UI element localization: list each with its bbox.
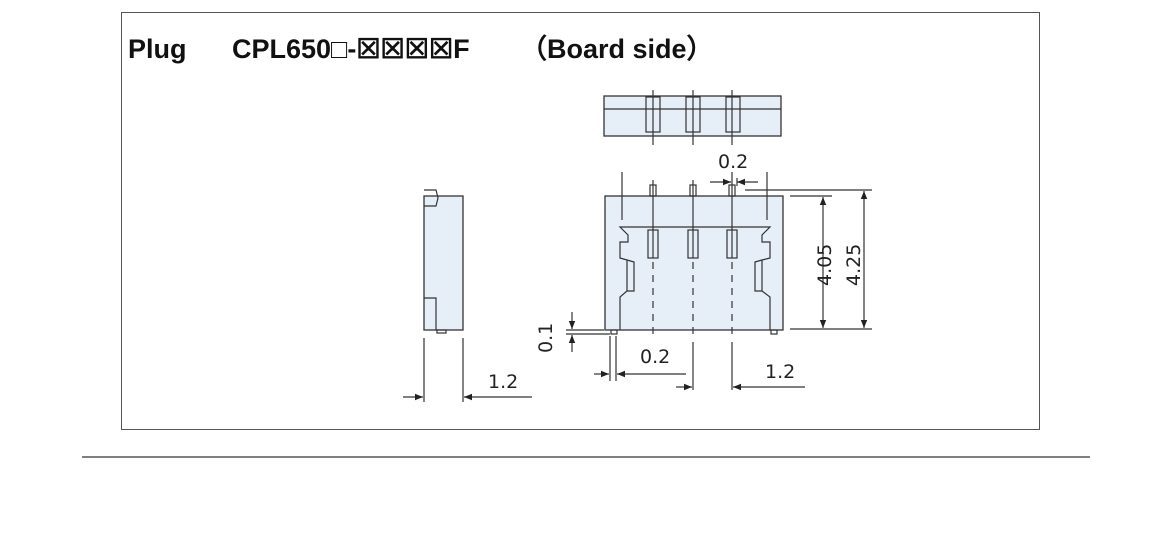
dim-label-top-pin-width: 0.2 xyxy=(718,151,748,173)
drawing-frame xyxy=(121,12,1040,430)
top-view xyxy=(603,90,782,145)
dim-pin-offset: 0.2 xyxy=(594,336,686,381)
front-view xyxy=(604,172,784,340)
dim-label-pitch: 1.2 xyxy=(765,361,795,383)
title-prefix: Plug xyxy=(128,34,187,64)
title: Plug CPL650□-☒☒☒☒F （Board side） xyxy=(128,34,714,64)
dim-label-height-body: 4.05 xyxy=(814,244,836,286)
dim-standoff: 0.1 xyxy=(535,312,610,353)
dim-top-pin-width: 0.2 xyxy=(710,151,758,186)
dim-label-standoff: 0.1 xyxy=(535,323,557,353)
side-view xyxy=(423,189,464,334)
dim-label-height-total: 4.25 xyxy=(843,244,865,286)
dim-height-body: 4.05 xyxy=(790,195,872,330)
dim-label-side-width: 1.2 xyxy=(488,371,518,393)
dim-height-total: 4.25 xyxy=(745,189,872,328)
dim-label-pin-offset: 0.2 xyxy=(640,346,670,368)
dim-side-width: 1.2 xyxy=(403,338,532,402)
title-part-number: CPL650□-☒☒☒☒F xyxy=(232,34,470,64)
dim-pitch: 1.2 xyxy=(676,342,805,391)
title-suffix: （Board side） xyxy=(520,34,714,64)
